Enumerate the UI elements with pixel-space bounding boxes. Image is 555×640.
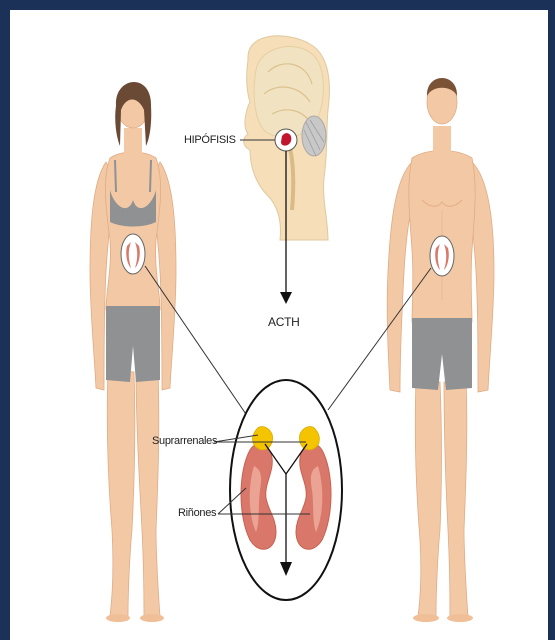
- left-adrenal-gland: [253, 427, 273, 450]
- man-kidney-highlight: [430, 236, 454, 276]
- woman-kidney-highlight: [121, 234, 145, 274]
- woman-connector-line: [145, 266, 250, 420]
- man-figure: [387, 78, 494, 622]
- pituitary-label: HIPÓFISIS: [184, 134, 236, 146]
- diagram-canvas: HIPÓFISIS ACTH Suprarrenales Riñones: [10, 10, 548, 640]
- woman-figure: [90, 82, 176, 622]
- kidneys-label: Riñones: [178, 507, 216, 519]
- right-adrenal-gland: [299, 427, 319, 450]
- acth-label: ACTH: [268, 315, 299, 329]
- cerebellum: [302, 116, 326, 156]
- pituitary-highlight: [275, 129, 297, 151]
- zoom-circle: [230, 380, 342, 600]
- adrenal-glands-label: Suprarrenales: [152, 435, 217, 447]
